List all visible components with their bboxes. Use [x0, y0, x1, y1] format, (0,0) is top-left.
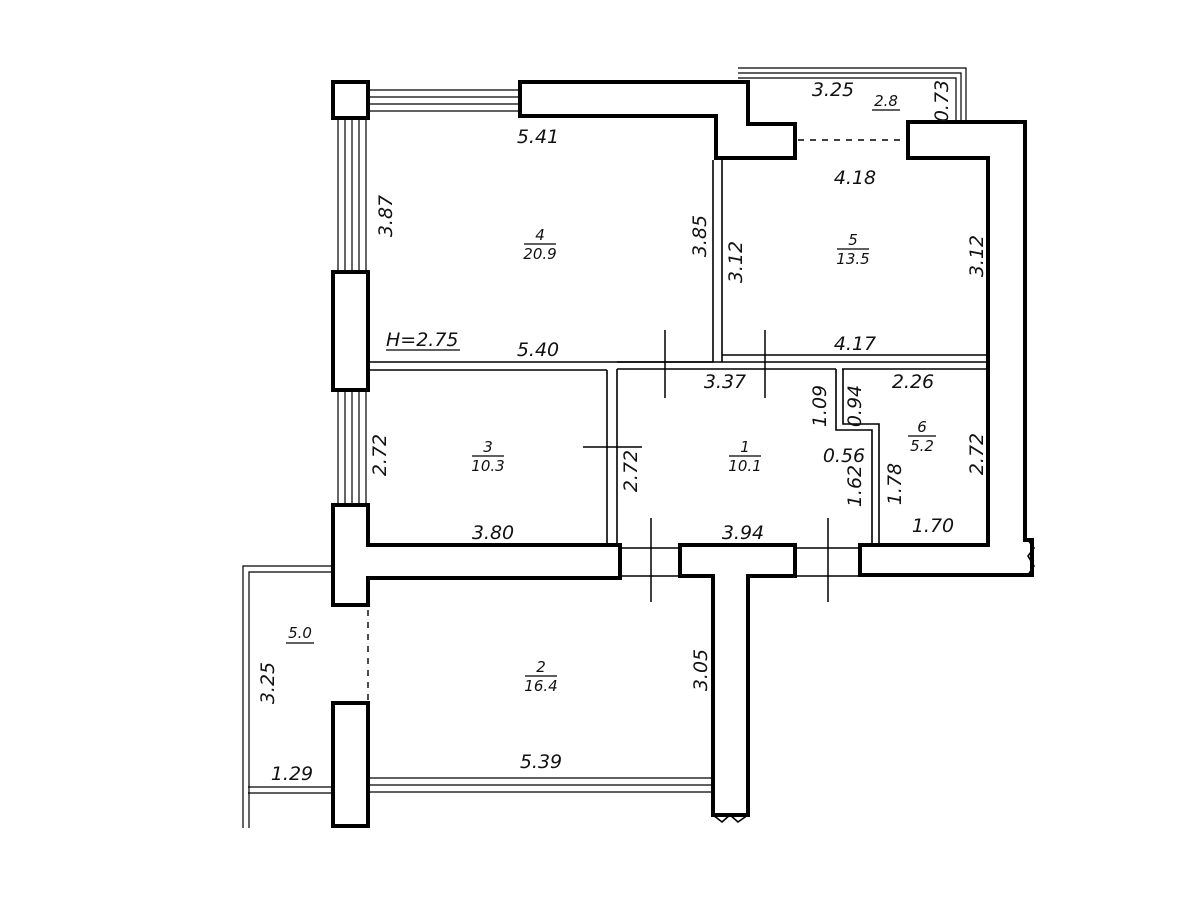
dim-room5-bottom: 4.17: [834, 333, 876, 355]
dim-room6-left: 1.78: [884, 463, 906, 505]
partitions: [368, 160, 988, 545]
balcony-top-railing: [738, 67, 967, 122]
window-room-3-left: [337, 390, 367, 505]
svg-text:20.9: 20.9: [523, 245, 556, 263]
dim-room3-bottom: 3.80: [472, 522, 514, 544]
dim-balcony-left-height: 3.25: [257, 662, 279, 704]
room-label-5: 5 13.5: [836, 231, 869, 268]
svg-text:H=2.75: H=2.75: [386, 329, 459, 351]
dim-room1-d2: 0.94: [844, 385, 866, 427]
dim-room3-left: 2.72: [369, 434, 391, 476]
dim-room6-top: 2.26: [892, 371, 934, 393]
svg-text:4: 4: [535, 226, 545, 244]
dim-room1-step: 0.56: [823, 445, 865, 467]
dim-room4-top: 5.41: [517, 126, 559, 148]
ceiling-height-label: H=2.75: [386, 329, 460, 351]
room-label-4: 4 20.9: [523, 226, 556, 263]
room-label-6: 6 5.2: [908, 418, 936, 455]
dim-balcony-top-width: 3.25: [812, 79, 854, 101]
opening-markers: [583, 330, 860, 602]
dim-room2-bottom: 5.39: [520, 751, 562, 773]
svg-text:13.5: 13.5: [836, 250, 869, 268]
window-room-2-bottom: [368, 777, 712, 793]
svg-text:3: 3: [483, 438, 493, 456]
svg-text:6: 6: [917, 418, 927, 436]
walls: [331, 80, 1035, 828]
window-room-4-top: [368, 89, 520, 112]
balcony-top-label: 2.8: [872, 92, 900, 111]
dim-room5-left: 3.12: [725, 241, 747, 283]
dim-room6-right: 2.72: [966, 433, 988, 475]
balcony-left-railing: [242, 565, 332, 828]
dim-room1-d4: 1.62: [844, 465, 866, 507]
room-label-1: 1 10.1: [728, 438, 761, 475]
svg-text:5.0: 5.0: [288, 624, 312, 642]
dim-room1-bottom: 3.94: [722, 522, 764, 544]
svg-text:10.3: 10.3: [471, 457, 504, 475]
svg-text:16.4: 16.4: [524, 677, 557, 695]
svg-text:1: 1: [740, 438, 750, 456]
dim-room4-right: 3.85: [689, 215, 711, 257]
room-label-2: 2 16.4: [524, 658, 557, 695]
dim-room3-right: 2.72: [620, 450, 642, 492]
balcony-left-label: 5.0: [286, 624, 314, 644]
svg-text:2: 2: [536, 658, 546, 676]
dim-room4-left: 3.87: [375, 195, 397, 237]
dim-room1-d1: 1.09: [809, 385, 831, 427]
dim-room1-top: 3.37: [704, 371, 746, 393]
svg-text:2.8: 2.8: [874, 92, 898, 110]
svg-text:10.1: 10.1: [728, 457, 761, 475]
dim-room5-top: 4.18: [834, 167, 876, 189]
dim-balcony-left-width: 1.29: [271, 763, 313, 785]
dim-balcony-top-depth: 0.73: [931, 80, 953, 122]
dim-room4-bottom: 5.40: [517, 339, 559, 361]
window-room-4-left: [337, 118, 367, 272]
room-label-3: 3 10.3: [471, 438, 504, 475]
dim-room5-right: 3.12: [966, 235, 988, 277]
dim-room6-bottom: 1.70: [912, 515, 954, 537]
svg-text:5.2: 5.2: [910, 437, 934, 455]
dim-room2-right: 3.05: [690, 649, 712, 691]
svg-text:5: 5: [848, 231, 858, 249]
